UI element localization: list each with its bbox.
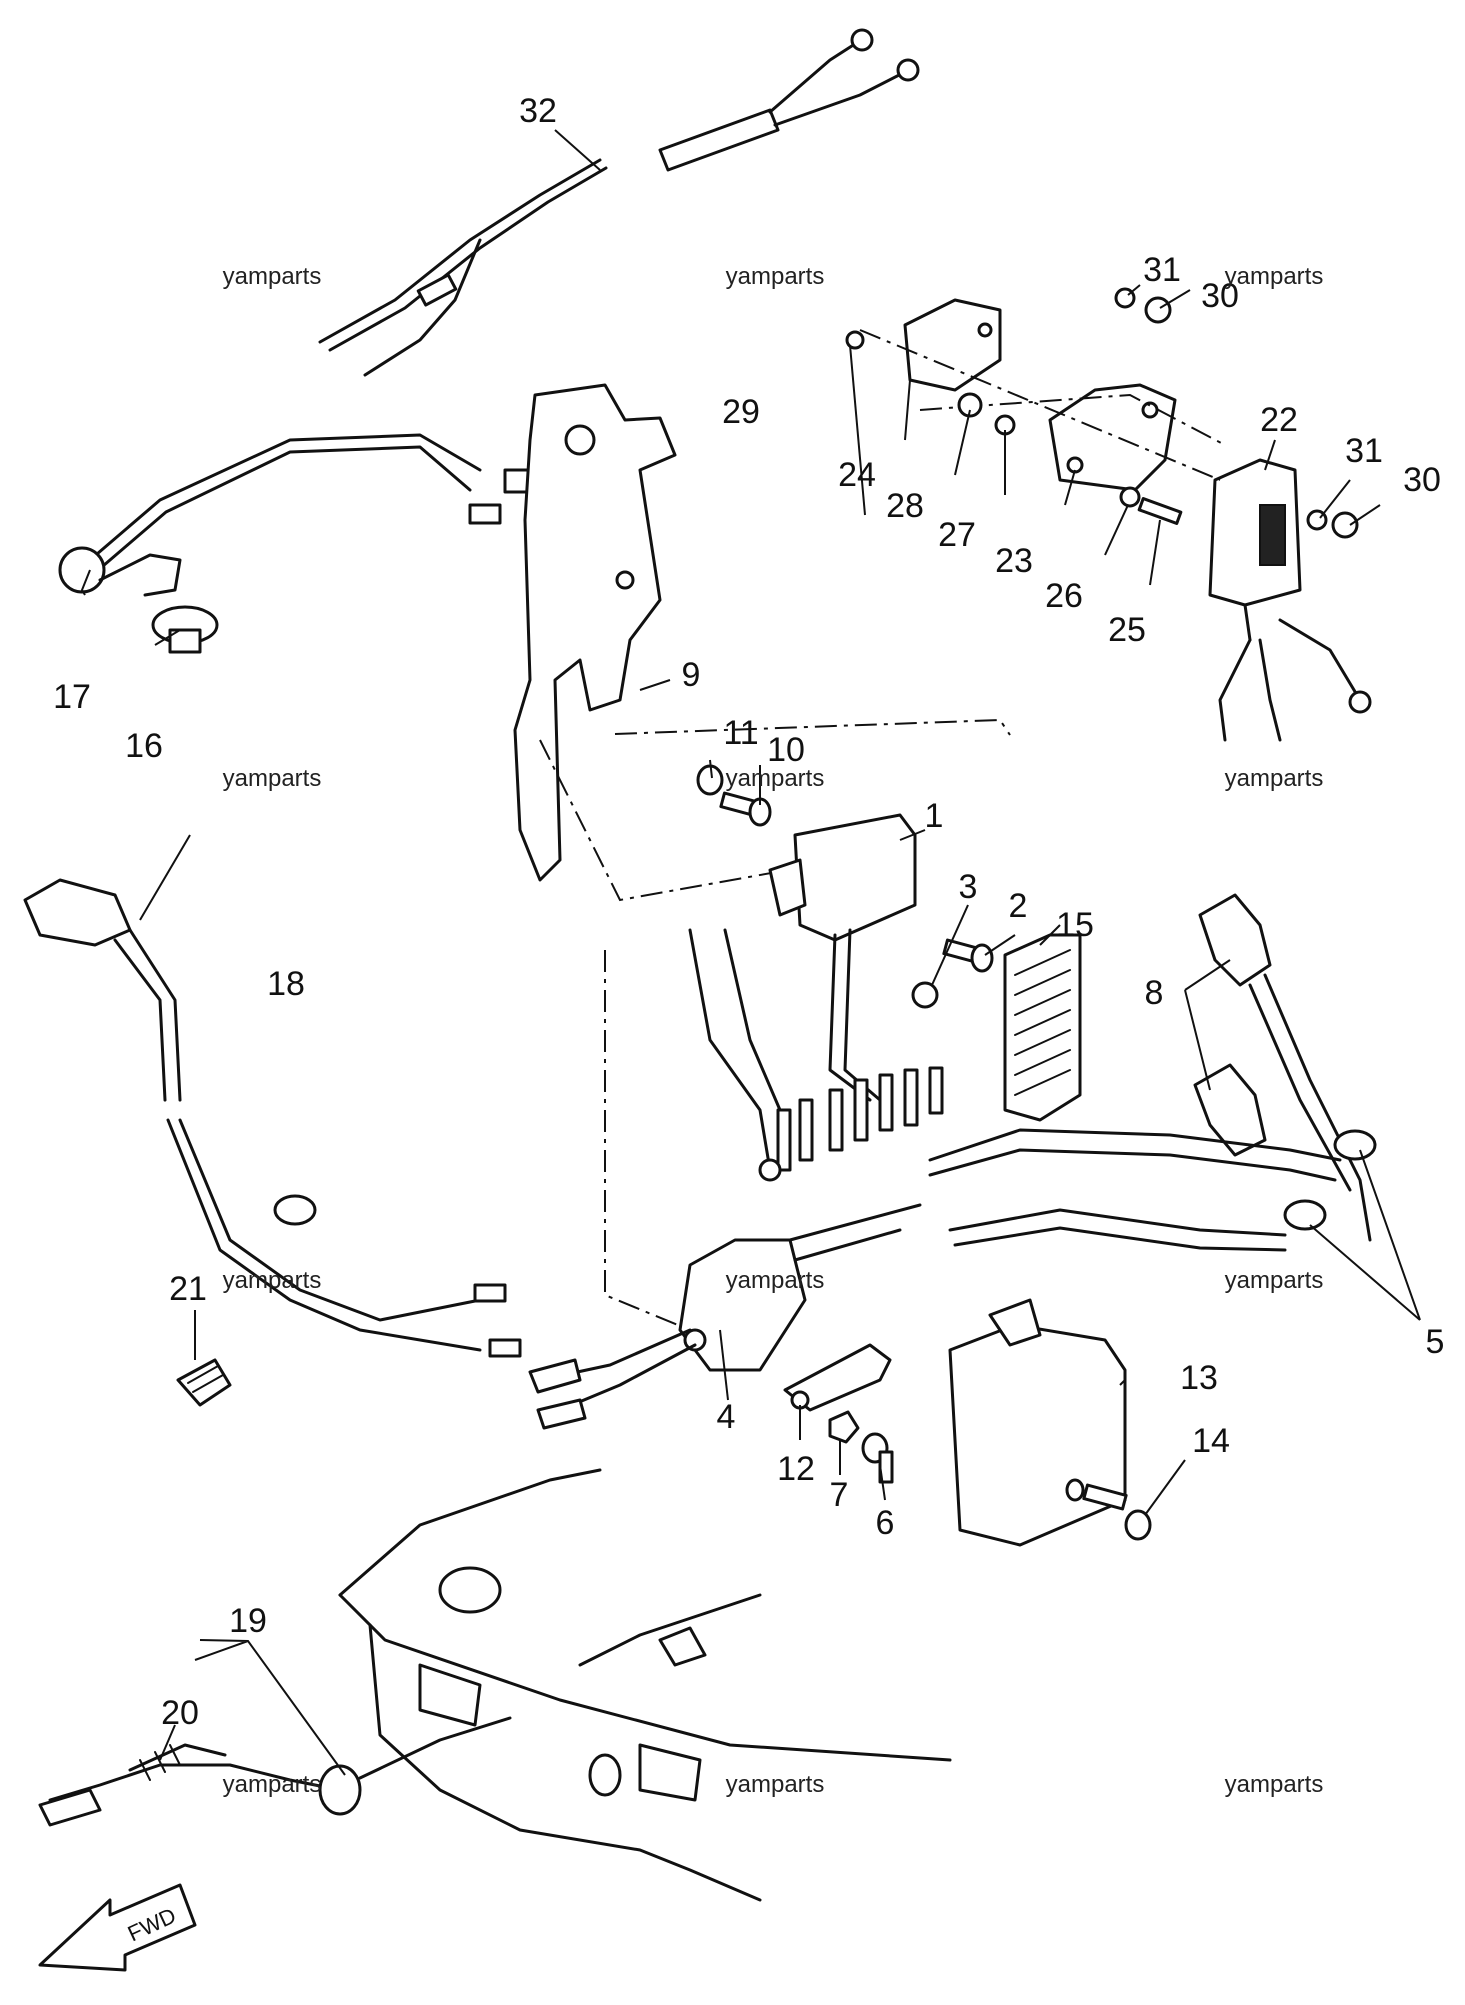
part-24-mounting-bracket	[903, 298, 1002, 392]
callout-29: 29	[722, 393, 760, 431]
part-4-ignition-coil	[528, 1203, 922, 1430]
part-21-grommet	[176, 1358, 232, 1407]
callout-7: 7	[829, 1476, 849, 1514]
callout-26: 26	[1045, 577, 1083, 615]
part-26-washer	[1119, 486, 1141, 508]
callout-9: 9	[681, 656, 701, 694]
callout-14: 14	[1192, 1422, 1230, 1460]
part-7-nut	[828, 1410, 860, 1444]
part-10-bolt	[719, 791, 772, 827]
part-29-collar	[845, 330, 865, 350]
watermark: yamparts	[1224, 1267, 1324, 1294]
part-13-cover	[948, 1298, 1127, 1547]
callout-5: 5	[1425, 1323, 1445, 1361]
part-14-screw	[1082, 1483, 1152, 1541]
callout-22: 22	[1260, 401, 1298, 439]
part-5-high-tension-cord	[928, 973, 1377, 1252]
part-1-cdi-unit	[688, 813, 944, 1182]
callout-11: 11	[723, 714, 759, 752]
callout-18: 18	[267, 965, 305, 1003]
callout-19: 19	[229, 1602, 267, 1640]
part-19-ignition-cord	[48, 1716, 512, 1816]
callout-23: 23	[995, 542, 1033, 580]
callout-21: 21	[169, 1270, 207, 1308]
callout-13: 13	[1180, 1359, 1218, 1397]
callout-3: 3	[958, 868, 978, 906]
callout-30-top: 30	[1201, 277, 1239, 315]
part-2-bolt	[942, 938, 994, 973]
callout-4: 4	[716, 1398, 736, 1436]
watermark: yamparts	[725, 263, 825, 290]
part-32-wire-harness	[318, 28, 920, 377]
part-23-spacer-plate	[1048, 383, 1177, 492]
part-9-bracket	[513, 383, 677, 882]
callout-15: 15	[1056, 906, 1094, 944]
watermark: yamparts	[222, 1267, 322, 1294]
callout-10: 10	[767, 731, 805, 769]
watermark: yamparts	[725, 1771, 825, 1798]
part-30-bolt	[1144, 296, 1359, 539]
callout-2: 2	[1008, 887, 1028, 925]
callout-17: 17	[53, 678, 91, 716]
cowling-outline	[338, 1468, 952, 1902]
part-22-rectifier-regulator	[1208, 458, 1372, 742]
part-20-lanyard	[38, 1743, 227, 1827]
part-15-terminal-block	[1003, 933, 1082, 1122]
part-12-bracket	[783, 1343, 892, 1412]
watermark: yamparts	[1224, 765, 1324, 792]
callout-32: 32	[519, 92, 557, 130]
part-8-spark-plug-cap	[1193, 893, 1272, 1157]
callout-31-top: 31	[1143, 251, 1181, 289]
callout-27: 27	[938, 516, 976, 554]
callout-24: 24	[838, 456, 876, 494]
part-3-washer	[911, 981, 939, 1009]
callout-1: 1	[924, 797, 944, 835]
callout-16: 16	[125, 727, 163, 765]
watermark: yamparts	[1224, 1771, 1324, 1798]
part-6-bolt	[861, 1432, 894, 1484]
callout-20: 20	[161, 1694, 199, 1732]
part-25-bolt	[1137, 497, 1183, 525]
callout-25: 25	[1108, 611, 1146, 649]
part-17-wire-lead	[58, 433, 541, 597]
callout-8: 8	[1144, 974, 1164, 1012]
part-28-nut	[957, 392, 983, 418]
callout-31-right: 31	[1345, 432, 1383, 470]
watermark: yamparts	[725, 1267, 825, 1294]
watermark: yamparts	[1224, 263, 1324, 290]
callout-6: 6	[875, 1504, 895, 1542]
leader-lines	[80, 129, 1421, 1776]
part-11-washer	[696, 764, 724, 796]
callout-28: 28	[886, 487, 924, 525]
part-16-pressure-switch	[151, 605, 219, 654]
watermark: yamparts	[222, 263, 322, 290]
watermark: yamparts	[222, 1771, 322, 1798]
watermark: yamparts	[222, 765, 322, 792]
callout-30-right: 30	[1403, 461, 1441, 499]
fwd-arrow-icon	[38, 1883, 197, 1972]
watermark: yamparts	[725, 765, 825, 792]
part-18-wire-harness	[23, 878, 522, 1358]
callout-12: 12	[777, 1450, 815, 1488]
